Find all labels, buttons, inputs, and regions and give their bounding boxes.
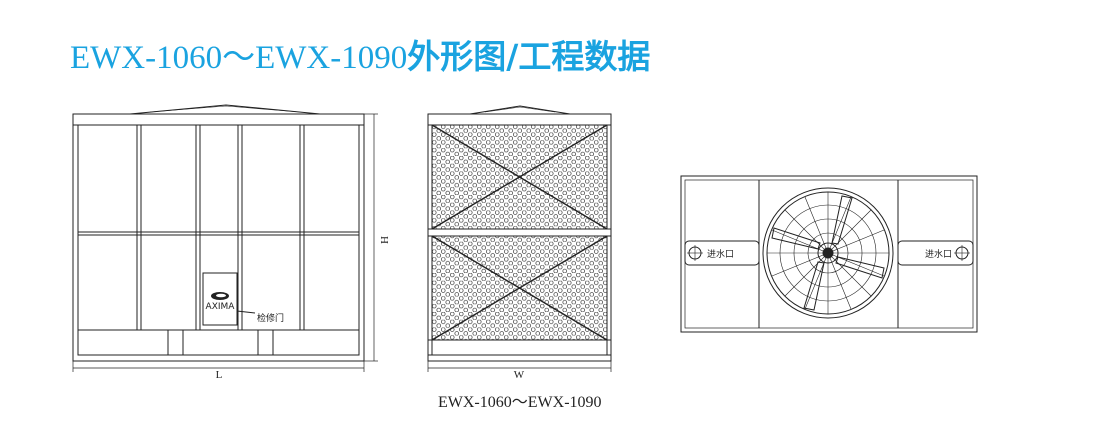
title-suffix: 外形图/工程数据 [407, 37, 651, 76]
top-outer-frame [680, 175, 978, 333]
access-door-label: 检修门 [257, 312, 284, 324]
front-outer-frame [72, 113, 365, 362]
title-model-range: EWX-1060～EWX-1090 [70, 40, 408, 76]
fan-guard [762, 187, 894, 319]
side-top-cap [469, 105, 571, 115]
side-outer-frame [427, 113, 612, 362]
dimension-width-label: W [514, 369, 525, 381]
drawing-caption: EWX-1060～EWX-1090 [438, 394, 602, 411]
water-inlet-left-label: 进水口 [707, 248, 734, 260]
water-inlet-right-label: 进水口 [925, 248, 952, 260]
axima-logo-text: AXIMA [206, 302, 236, 312]
dimension-height-label: H [378, 236, 390, 244]
dimension-length-label: L [216, 369, 223, 381]
top-view [680, 175, 978, 333]
page-title: EWX-1060～EWX-1090外形图/工程数据 [70, 40, 650, 75]
side-view [427, 105, 612, 372]
front-view [72, 104, 378, 372]
water-inlet-right [897, 240, 974, 266]
fan-blades [771, 195, 885, 311]
water-inlet-left [684, 240, 760, 266]
